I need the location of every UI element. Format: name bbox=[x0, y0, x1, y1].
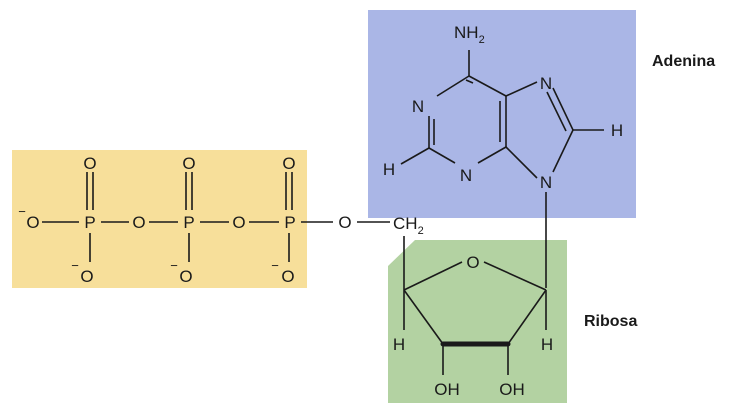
atom-h: H bbox=[541, 335, 553, 354]
atom-o: O bbox=[83, 154, 96, 173]
atom-n: N bbox=[540, 173, 552, 192]
atom-n: N bbox=[540, 74, 552, 93]
atom-h: H bbox=[383, 160, 395, 179]
label-adenine: Adenina bbox=[652, 53, 715, 70]
adenine-region bbox=[368, 10, 636, 218]
atom-oh: OH bbox=[434, 380, 460, 399]
phosphate-bonds bbox=[42, 172, 390, 262]
atom-o: O bbox=[281, 267, 294, 286]
atom-o: O bbox=[26, 213, 39, 232]
atom-o: O bbox=[232, 213, 245, 232]
phosphate-atoms: O O O − O P O P O P O − O − O − O bbox=[18, 154, 351, 286]
atom-h: H bbox=[393, 335, 405, 354]
ribose-atoms: O H H OH OH bbox=[393, 253, 553, 399]
atom-o: O bbox=[132, 213, 145, 232]
atom-o: O bbox=[182, 154, 195, 173]
adenine-bonds bbox=[400, 50, 604, 288]
label-ribose: Ribosa bbox=[584, 313, 637, 330]
atom-nh2: NH2 bbox=[454, 23, 485, 46]
charge-minus: − bbox=[170, 258, 178, 273]
atom-n: N bbox=[460, 166, 472, 185]
atom-p: P bbox=[183, 213, 194, 232]
atom-n: N bbox=[412, 97, 424, 116]
adenine-atoms: NH2 N H N N H N bbox=[383, 23, 623, 192]
atom-o: O bbox=[466, 253, 479, 272]
atom-oh: OH bbox=[499, 380, 525, 399]
phosphate-region bbox=[12, 150, 307, 288]
atom-o: O bbox=[179, 267, 192, 286]
ribose-region bbox=[388, 240, 567, 403]
charge-minus: − bbox=[71, 258, 79, 273]
atom-p: P bbox=[84, 213, 95, 232]
charge-minus: − bbox=[271, 258, 279, 273]
atom-ch2: CH2 bbox=[393, 214, 424, 237]
atom-o: O bbox=[80, 267, 93, 286]
atom-h: H bbox=[611, 121, 623, 140]
ribose-bonds bbox=[403, 236, 547, 375]
charge-minus: − bbox=[18, 204, 26, 219]
atom-o: O bbox=[338, 213, 351, 232]
atom-o: O bbox=[282, 154, 295, 173]
atom-p: P bbox=[284, 213, 295, 232]
